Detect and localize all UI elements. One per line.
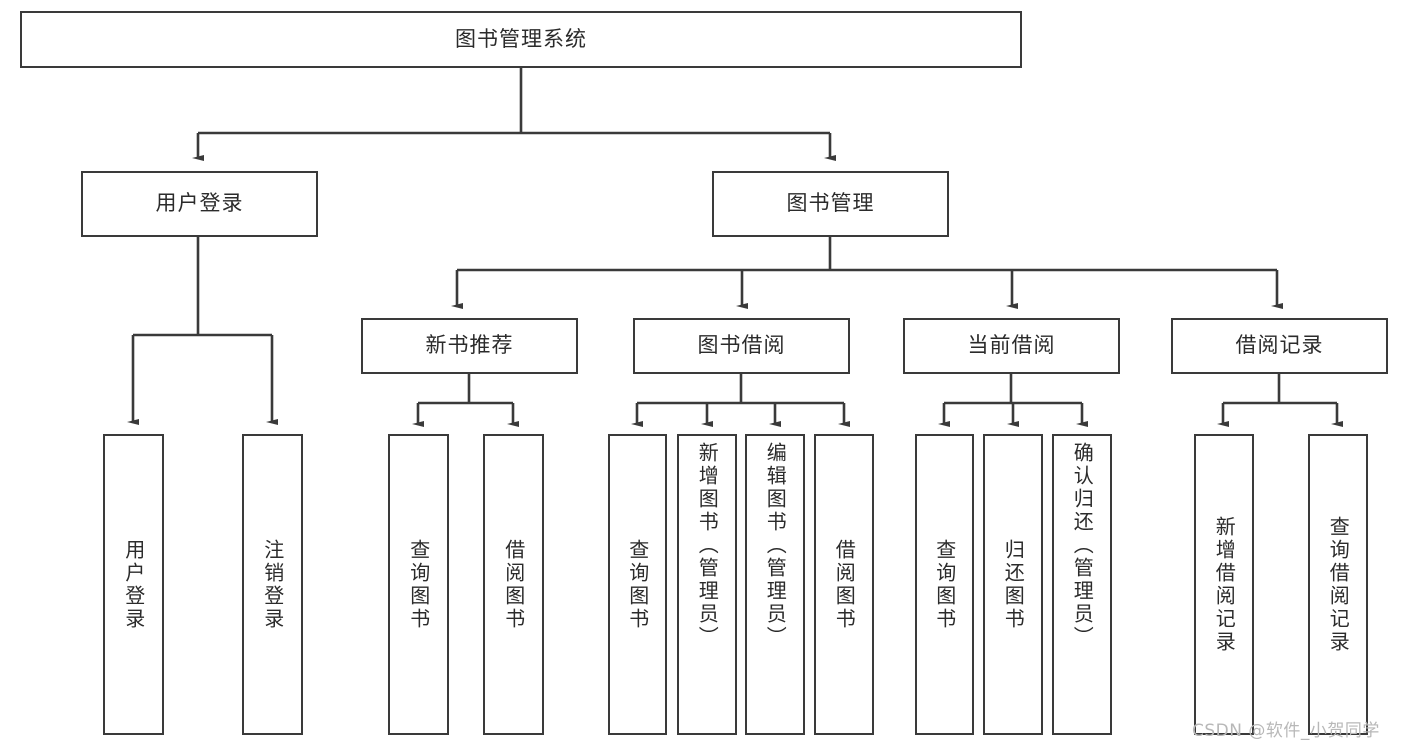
node-borrow-record-label: 借阅记录	[1235, 333, 1324, 358]
node-book-borrow-label: 图书借阅	[697, 333, 786, 358]
node-leaf-add-book-label: 新增图书（管理员）	[695, 442, 720, 649]
node-leaf-add-book[interactable]: 新增图书（管理员）	[677, 434, 737, 735]
node-leaf-user-login[interactable]: 用户登录	[103, 434, 164, 735]
node-root[interactable]: 图书管理系统	[20, 11, 1022, 68]
node-user-login-label: 用户登录	[155, 191, 244, 216]
node-leaf-edit-book-label: 编辑图书（管理员）	[763, 442, 788, 649]
node-leaf-borrow-book-2-label: 借阅图书	[832, 538, 857, 631]
node-leaf-logout[interactable]: 注销登录	[242, 434, 303, 735]
node-book-manage-label: 图书管理	[786, 191, 875, 216]
node-leaf-query-record-label: 查询借阅记录	[1326, 515, 1351, 654]
node-leaf-add-record[interactable]: 新增借阅记录	[1194, 434, 1254, 735]
node-leaf-borrow-book-1-label: 借阅图书	[501, 538, 526, 631]
node-leaf-query-book-1[interactable]: 查询图书	[388, 434, 449, 735]
node-new-book-rec-label: 新书推荐	[425, 333, 514, 358]
node-leaf-borrow-book-1[interactable]: 借阅图书	[483, 434, 544, 735]
node-user-login[interactable]: 用户登录	[81, 171, 318, 237]
node-leaf-add-record-label: 新增借阅记录	[1212, 515, 1237, 654]
node-leaf-query-book-1-label: 查询图书	[406, 538, 431, 631]
node-leaf-edit-book[interactable]: 编辑图书（管理员）	[745, 434, 805, 735]
csdn-watermark: CSDN @软件_小贺同学	[1192, 721, 1380, 741]
node-leaf-query-record[interactable]: 查询借阅记录	[1308, 434, 1368, 735]
node-leaf-logout-label: 注销登录	[260, 538, 285, 631]
node-root-label: 图书管理系统	[455, 26, 587, 51]
node-leaf-query-book-3-label: 查询图书	[932, 538, 957, 631]
node-book-manage[interactable]: 图书管理	[712, 171, 949, 237]
node-current-borrow-label: 当前借阅	[967, 333, 1056, 358]
node-current-borrow[interactable]: 当前借阅	[903, 318, 1120, 374]
node-leaf-confirm-return-label: 确认归还（管理员）	[1070, 442, 1095, 649]
node-book-borrow[interactable]: 图书借阅	[633, 318, 850, 374]
node-leaf-query-book-2[interactable]: 查询图书	[608, 434, 667, 735]
node-leaf-query-book-3[interactable]: 查询图书	[915, 434, 974, 735]
node-borrow-record[interactable]: 借阅记录	[1171, 318, 1388, 374]
node-leaf-confirm-return[interactable]: 确认归还（管理员）	[1052, 434, 1112, 735]
node-leaf-borrow-book-2[interactable]: 借阅图书	[814, 434, 874, 735]
node-leaf-return-book[interactable]: 归还图书	[983, 434, 1043, 735]
node-leaf-return-book-label: 归还图书	[1001, 538, 1026, 631]
node-new-book-rec[interactable]: 新书推荐	[361, 318, 578, 374]
node-leaf-user-login-label: 用户登录	[121, 538, 146, 631]
node-leaf-query-book-2-label: 查询图书	[625, 538, 650, 631]
